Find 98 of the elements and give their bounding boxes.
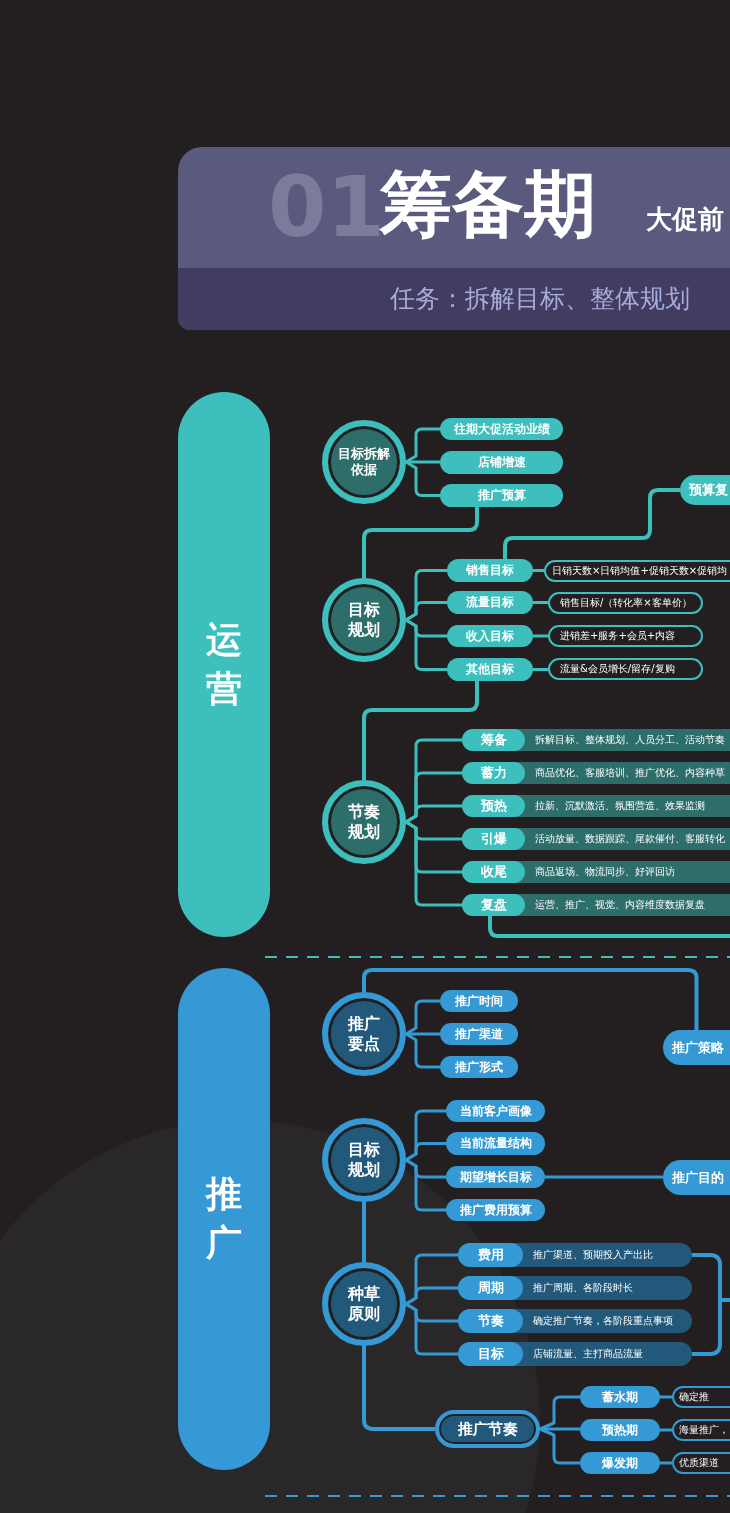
connector-line xyxy=(362,968,699,1030)
phase-subtitle: 大促前 xyxy=(646,205,724,235)
connector-line xyxy=(660,1395,672,1399)
step-pill: 周期 xyxy=(458,1276,523,1300)
topic-pill: 流量目标 xyxy=(447,591,533,614)
topic-pill: 预热期 xyxy=(580,1419,660,1441)
topic-pill: 预算复 xyxy=(680,475,730,505)
topic-pill: 推广目的 xyxy=(663,1160,730,1195)
connector-line xyxy=(405,460,440,497)
connector-line xyxy=(405,618,447,671)
topic-pill: 店铺增速 xyxy=(440,451,563,474)
topic-circle: 节奏规划 xyxy=(322,780,406,864)
topic-pill: 当前流量结构 xyxy=(446,1132,545,1155)
connector-line xyxy=(405,1302,458,1356)
connector-line xyxy=(362,1346,435,1431)
header-banner xyxy=(178,147,730,330)
step-pill: 费用 xyxy=(458,1243,523,1267)
section-title: 推广 xyxy=(206,1172,242,1265)
detail-box: 海量推广， xyxy=(672,1419,730,1441)
detail-box: 优质渠道 xyxy=(672,1452,730,1474)
connector-line xyxy=(405,1158,446,1212)
step-bar xyxy=(462,729,730,751)
step-description: 商品优化、客服培训、推广优化、内容种草 xyxy=(535,766,725,780)
step-description: 拆解目标、整体规划、人员分工、活动节奏 xyxy=(535,733,725,747)
section-title: 运营 xyxy=(206,617,242,711)
step-description: 拉新、沉默激活、氛围营造、效果监测 xyxy=(535,799,705,813)
connector-line xyxy=(660,1428,672,1432)
topic-pill: 推广节奏 xyxy=(435,1410,540,1448)
detail-box: 确定推 xyxy=(672,1386,730,1408)
detail-box: 日销天数×日销均值+促销天数×促销均 xyxy=(544,560,730,582)
connector-line xyxy=(405,1142,446,1162)
connector-line xyxy=(488,916,730,938)
step-description: 推广渠道、预期投入产出比 xyxy=(533,1248,653,1262)
step-description: 活动放量、数据跟踪、尾款催付、客服转化 xyxy=(535,832,725,846)
detail-box: 流量&会员增长/留存/复购 xyxy=(548,658,703,680)
topic-circle: 推广要点 xyxy=(322,992,406,1076)
topic-circle: 目标拆解依据 xyxy=(322,420,406,504)
step-description: 商品返场、物流同步、好评回访 xyxy=(535,865,675,879)
step-pill: 预热 xyxy=(462,795,525,817)
connector-line xyxy=(405,999,440,1036)
connector-line xyxy=(405,820,462,907)
topic-pill: 往期大促活动业绩 xyxy=(440,418,563,440)
step-bar xyxy=(462,828,730,850)
topic-pill: 当前客户画像 xyxy=(446,1100,545,1122)
topic-pill: 推广时间 xyxy=(440,990,518,1012)
step-description: 店铺流量、主打商品流量 xyxy=(533,1347,643,1361)
connector-line xyxy=(405,601,447,622)
connector-line xyxy=(533,601,548,604)
connector-line xyxy=(539,1427,580,1465)
topic-pill: 销售目标 xyxy=(447,559,533,582)
connector-line xyxy=(503,488,680,559)
step-bar xyxy=(458,1309,692,1333)
connector-line xyxy=(533,569,544,572)
connector-line xyxy=(405,804,462,824)
connector-line xyxy=(545,1175,663,1179)
step-bar xyxy=(462,894,730,916)
topic-pill: 收入目标 xyxy=(447,625,533,647)
connector-line xyxy=(533,634,548,638)
task-banner: 任务：拆解目标、整体规划 xyxy=(178,268,730,330)
step-pill: 蓄力 xyxy=(462,762,525,784)
topic-pill: 推广渠道 xyxy=(440,1023,518,1045)
step-bar xyxy=(462,861,730,883)
connector-line xyxy=(406,1032,440,1036)
topic-circle: 目标规划 xyxy=(322,578,406,662)
connector-line xyxy=(405,427,440,464)
step-pill: 复盘 xyxy=(462,894,525,916)
step-bar xyxy=(462,795,730,817)
topic-pill: 蓄水期 xyxy=(580,1386,660,1408)
step-bar xyxy=(458,1342,692,1366)
topic-pill: 期望增长目标 xyxy=(446,1166,545,1188)
topic-pill: 推广形式 xyxy=(440,1056,518,1078)
connector-line xyxy=(405,1032,440,1069)
step-description: 运营、推广、视觉、内容维度数据复盘 xyxy=(535,898,705,912)
step-pill: 收尾 xyxy=(462,861,525,883)
connector-line xyxy=(406,460,440,464)
topic-pill: 推广策略 xyxy=(663,1030,730,1065)
connector-line xyxy=(405,1286,458,1306)
detail-box: 销售目标/（转化率×客单价） xyxy=(548,592,703,614)
step-bar xyxy=(458,1243,692,1267)
step-description: 推广周期、各阶段时长 xyxy=(533,1281,633,1295)
topic-pill: 推广费用预算 xyxy=(446,1199,545,1221)
step-bar xyxy=(462,762,730,784)
step-pill: 目标 xyxy=(458,1342,523,1366)
topic-pill: 其他目标 xyxy=(447,658,533,681)
connector-line xyxy=(660,1461,672,1465)
connector-line xyxy=(533,668,548,671)
connector-line xyxy=(362,1202,366,1262)
topic-circle: 目标规划 xyxy=(322,1118,406,1202)
topic-pill: 爆发期 xyxy=(580,1452,660,1474)
step-bar xyxy=(458,1276,692,1300)
connector-line xyxy=(539,1395,580,1431)
step-pill: 节奏 xyxy=(458,1309,523,1333)
detail-box: 进销差+服务+会员+内容 xyxy=(548,625,703,647)
step-pill: 筹备 xyxy=(462,729,525,751)
topic-pill: 推广预算 xyxy=(440,484,563,507)
connector-line xyxy=(362,681,479,780)
step-description: 确定推广节奏，各阶段重点事项 xyxy=(533,1314,673,1328)
step-pill: 引爆 xyxy=(462,828,525,850)
